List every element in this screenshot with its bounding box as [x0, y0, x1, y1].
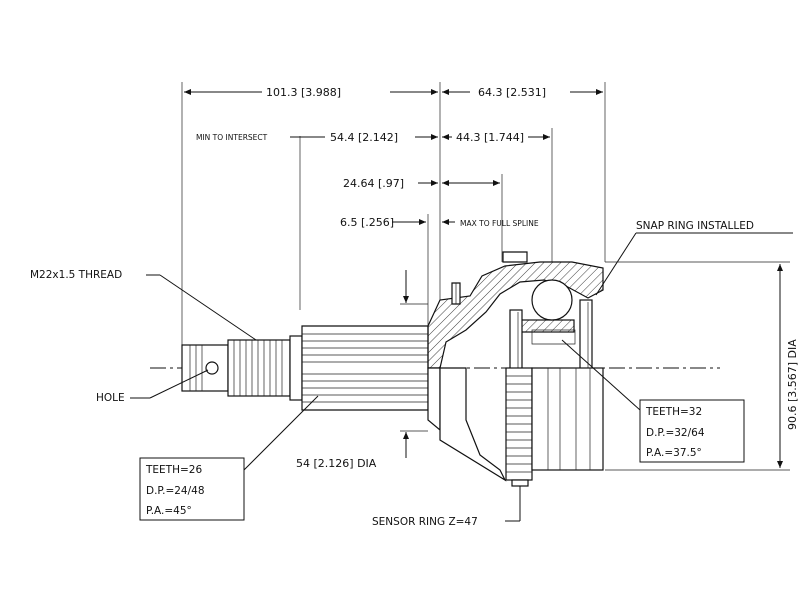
splined-shaft	[301, 325, 429, 411]
dim-shaft-dia: 54 [2.126] DIA	[296, 270, 428, 470]
sensor-ring-callout: SENSOR RING Z=47	[372, 510, 521, 528]
dim-max-spline-label: MAX TO FULL SPLINE	[460, 219, 539, 228]
hole-icon	[205, 361, 219, 375]
spec-left-teeth: TEETH=26	[145, 464, 202, 476]
spec-right-teeth: TEETH=32	[645, 406, 702, 418]
hole-callout: HOLE	[96, 369, 209, 404]
dim-outer-dia: 90.6 [3.567] DIA	[605, 261, 799, 471]
threaded-stub	[181, 335, 303, 401]
dim-shaft-dia-value: 54 [2.126] DIA	[296, 457, 377, 470]
snap-ring-label: SNAP RING INSTALLED	[636, 220, 754, 232]
dim-spline-offset: 24.64 [.97]	[343, 174, 503, 262]
ball-bearing	[531, 279, 573, 321]
snap-ring-callout: SNAP RING INSTALLED	[595, 220, 793, 296]
hole-label: HOLE	[96, 392, 125, 404]
thread-label: M22x1.5 THREAD	[30, 269, 122, 281]
dim-overall-right: 64.3 [2.531]	[478, 86, 546, 99]
inner-race	[509, 279, 593, 371]
spec-box-right: TEETH=32 D.P.=32/64 P.A.=37.5°	[561, 339, 745, 463]
dim-max-spline-value: 6.5 [.256]	[340, 216, 394, 229]
sensor-ring-label: SENSOR RING Z=47	[372, 516, 478, 528]
spec-left-pa: P.A.=45°	[146, 505, 192, 517]
spec-box-left: TEETH=26 D.P.=24/48 P.A.=45°	[139, 395, 319, 521]
min-to-intersect-label: MIN TO INTERSECT	[196, 133, 268, 142]
dim-max-to-full-spline: 6.5 [.256] MAX TO FULL SPLINE	[340, 214, 539, 330]
thread-callout: M22x1.5 THREAD	[30, 269, 257, 341]
dim-outer-dia-value: 90.6 [3.567] DIA	[786, 339, 799, 430]
dim-intersect-left: 54.4 [2.142]	[330, 131, 398, 144]
sensor-ring	[505, 367, 604, 512]
spec-right-dp: D.P.=32/64	[646, 427, 705, 439]
dim-spline-offset-value: 24.64 [.97]	[343, 177, 404, 190]
dim-intersect-right: 44.3 [1.744]	[456, 131, 524, 144]
dim-intersect: MIN TO INTERSECT 54.4 [2.142] 44.3 [1.74…	[196, 128, 553, 310]
outer-bell-housing	[427, 251, 604, 482]
spec-right-pa: P.A.=37.5°	[646, 447, 702, 459]
dim-overall-left: 101.3 [3.988]	[266, 86, 341, 99]
dim-overall: 101.3 [3.988] 64.3 [2.531]	[181, 82, 606, 370]
spec-left-dp: D.P.=24/48	[146, 485, 205, 497]
